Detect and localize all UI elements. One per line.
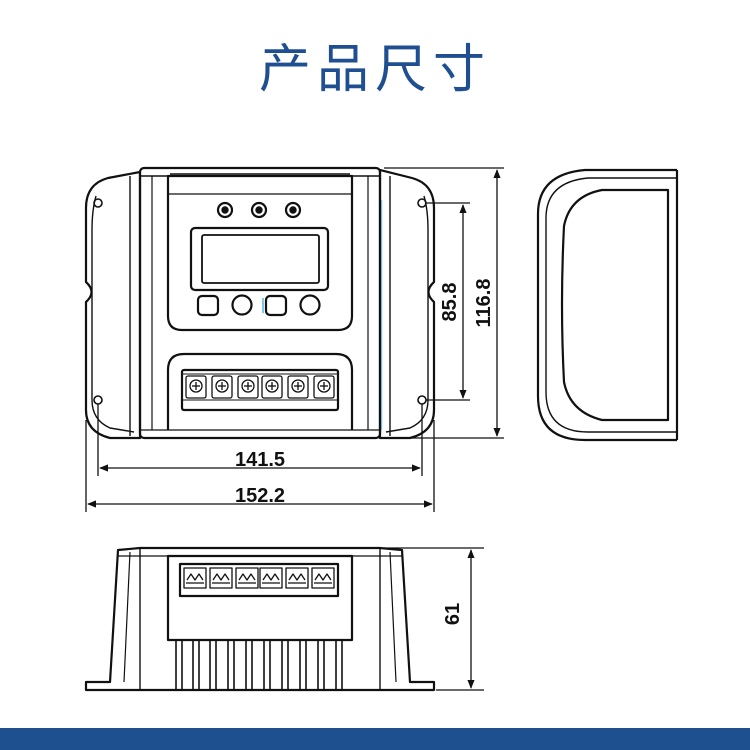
button-left (196, 294, 220, 317)
dim-label-116-8: 116.8 (473, 279, 495, 328)
mount-hole-bottom-left (93, 395, 103, 405)
button-center-left (231, 294, 253, 316)
terminal-housing (166, 352, 354, 430)
side-terminal-block (178, 562, 340, 598)
led-indicator-1 (216, 201, 234, 219)
mount-hole-top-left (93, 198, 103, 208)
side-dimension-lines (384, 547, 484, 691)
footer-bar (0, 728, 750, 750)
page-title: 产品尺寸 (258, 40, 491, 100)
side-terminal-housing (166, 554, 354, 642)
side-profile-view (536, 168, 679, 442)
controller-body (138, 166, 382, 440)
mount-hole-bottom-right (417, 395, 427, 405)
dim-label-61: 61 (442, 603, 464, 625)
front-dimension-lines (85, 167, 504, 512)
heatsink-fins (175, 639, 343, 691)
dim-label-141-5: 141.5 (235, 449, 285, 471)
lcd-screen-frame (189, 226, 330, 292)
bottom-side-view (84, 546, 436, 692)
display-panel (166, 174, 354, 332)
terminal-block (180, 368, 340, 412)
terminal-screws (185, 375, 335, 399)
led-indicator-2 (250, 201, 268, 219)
button-center-right (264, 294, 288, 317)
front-view (84, 166, 436, 440)
mount-hole-top-right (417, 198, 427, 208)
dim-label-152-2: 152.2 (235, 485, 285, 507)
button-right (299, 294, 321, 316)
dim-label-85-8: 85.8 (439, 283, 461, 322)
lcd-screen (201, 234, 320, 284)
led-indicator-3 (284, 201, 302, 219)
